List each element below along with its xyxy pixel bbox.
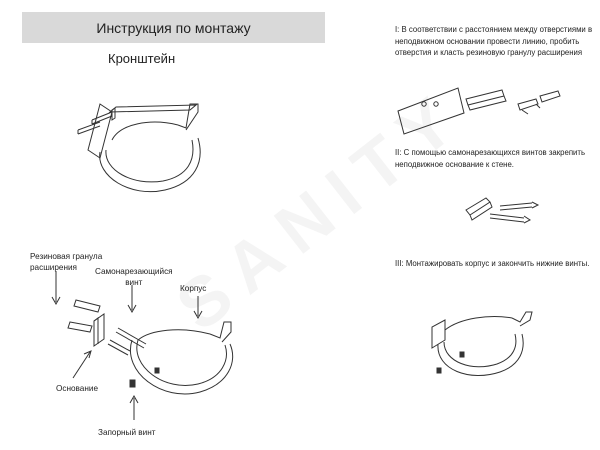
label-self-tapping-screw: Самонарезающийся винт (95, 267, 173, 287)
page-subtitle: Кронштейн (108, 51, 176, 66)
label-lock-screw: Запорный винт (98, 428, 156, 437)
step1-illustration (397, 87, 561, 135)
bracket-exploded-illustration (51, 271, 234, 420)
step-3-text: III: Монтажировать корпус и закончить ни… (395, 259, 590, 268)
page-title: Инструкция по монтажу (96, 19, 251, 36)
step2-illustration (465, 197, 540, 224)
page-title-bar: Инструкция по монтажу (22, 12, 325, 43)
label-base: Основание (56, 384, 98, 393)
step-1-text: I: В соответствии с расстоянием между от… (395, 25, 593, 57)
step-2-text: II: С помощью самонарезающихся винтов за… (395, 148, 586, 169)
step3-illustration (431, 311, 533, 376)
bracket-top-illustration (77, 103, 201, 193)
label-rubber-plug: Резиновая гранула расширения (30, 252, 103, 272)
label-body: Корпус (180, 284, 207, 293)
